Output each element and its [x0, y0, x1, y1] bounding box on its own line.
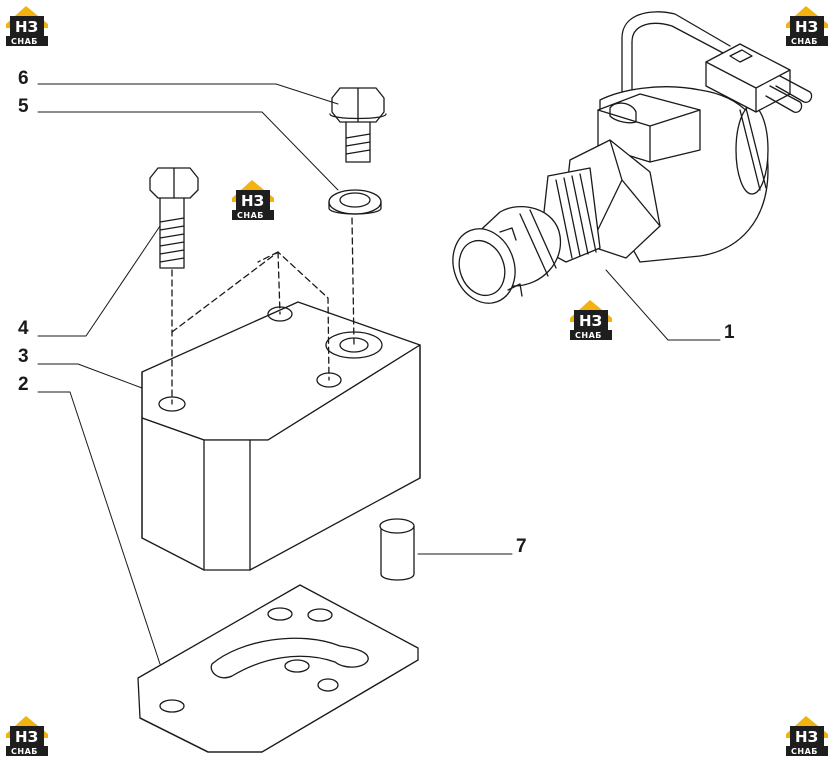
svg-text:СНАБ: СНАБ	[791, 37, 818, 46]
watermark-logo-bottom-left: НЗ СНАБ	[6, 716, 48, 756]
leader-3	[37, 363, 143, 389]
leader-4	[37, 225, 161, 337]
leader-lines	[37, 83, 721, 665]
watermark-logo-top-left: НЗ СНАБ	[6, 6, 48, 46]
alignment-lines	[171, 217, 355, 405]
washer-part-5	[328, 189, 382, 215]
solenoid-valve-part-1	[452, 11, 813, 304]
pin-part-7	[379, 518, 415, 581]
callout-labels: 1 2 3 4 5 6 7	[18, 68, 735, 557]
svg-text:СНАБ: СНАБ	[11, 37, 38, 46]
block-part-3	[141, 301, 421, 571]
leader-2	[37, 391, 161, 665]
watermark-logos: НЗ СНАБ НЗ СНАБ НЗ СНАБ НЗ СНАБ НЗ СНАБ …	[6, 6, 828, 756]
svg-text:СНАБ: СНАБ	[237, 211, 264, 220]
callout-1: 1	[724, 322, 735, 343]
plate-part-2	[137, 584, 419, 753]
callout-3: 3	[18, 346, 29, 367]
svg-text:НЗ: НЗ	[15, 728, 38, 746]
callout-6: 6	[18, 68, 29, 89]
svg-text:НЗ: НЗ	[579, 312, 602, 330]
callout-7: 7	[516, 536, 527, 557]
bolt-part-6	[329, 87, 387, 163]
svg-text:НЗ: НЗ	[15, 18, 38, 36]
bolt-part-4	[149, 167, 199, 269]
callout-2: 2	[18, 374, 29, 395]
leader-1	[605, 269, 721, 341]
watermark-logo-top-right: НЗ СНАБ	[786, 6, 828, 46]
leader-5	[37, 111, 339, 191]
callout-4: 4	[18, 318, 29, 339]
leader-6	[37, 83, 339, 105]
svg-text:СНАБ: СНАБ	[11, 747, 38, 756]
svg-text:НЗ: НЗ	[795, 18, 818, 36]
watermark-logo-center-right: НЗ СНАБ	[570, 300, 612, 340]
watermark-logo-bottom-right: НЗ СНАБ	[786, 716, 828, 756]
svg-text:НЗ: НЗ	[795, 728, 818, 746]
watermark-logo-center-left: НЗ СНАБ	[232, 180, 274, 220]
callout-5: 5	[18, 96, 29, 117]
svg-text:СНАБ: СНАБ	[791, 747, 818, 756]
svg-text:СНАБ: СНАБ	[575, 331, 602, 340]
svg-text:НЗ: НЗ	[241, 192, 264, 210]
